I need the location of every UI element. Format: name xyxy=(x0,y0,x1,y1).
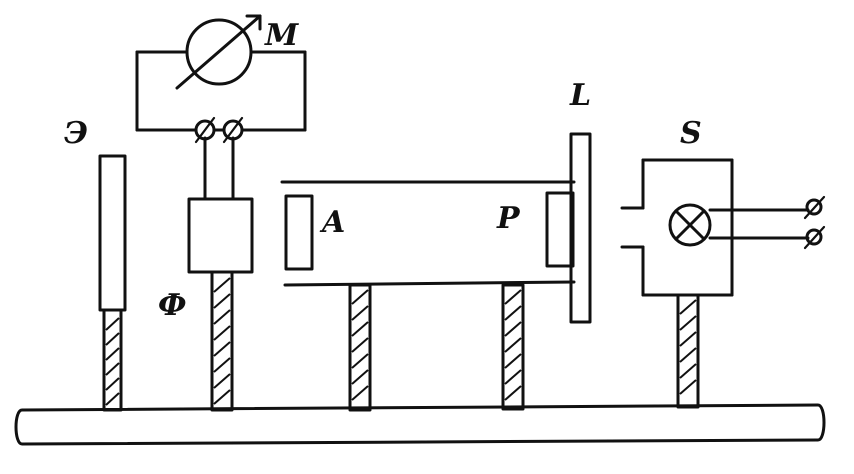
stand-source xyxy=(676,293,700,409)
label-source: S xyxy=(680,116,702,151)
stand-polarizer xyxy=(501,283,525,411)
stands xyxy=(102,270,700,412)
label-analyzer: A xyxy=(319,205,345,240)
terminal-right xyxy=(222,116,244,144)
label-screen: Э xyxy=(64,116,88,151)
analyzer-element xyxy=(284,194,314,271)
source-element xyxy=(620,158,826,297)
lamp-icon xyxy=(668,203,712,247)
optical-bench-rail xyxy=(14,403,826,446)
label-lens: L xyxy=(569,78,591,113)
label-meter: M xyxy=(264,18,299,53)
stand-photocell xyxy=(210,270,234,412)
galvanometer-icon xyxy=(175,14,262,90)
stand-screen xyxy=(102,308,123,412)
label-photocell: Ф xyxy=(158,288,186,323)
light-tube xyxy=(280,180,576,287)
stand-analyzer xyxy=(348,283,372,412)
screen-element xyxy=(98,154,127,312)
photocell-element xyxy=(187,136,254,274)
terminal-left xyxy=(194,116,216,144)
lens-element xyxy=(569,132,592,324)
label-polarizer: P xyxy=(496,201,521,236)
source-wires xyxy=(708,195,826,250)
polarizer-element xyxy=(545,191,575,268)
meter-circuit xyxy=(135,14,307,144)
